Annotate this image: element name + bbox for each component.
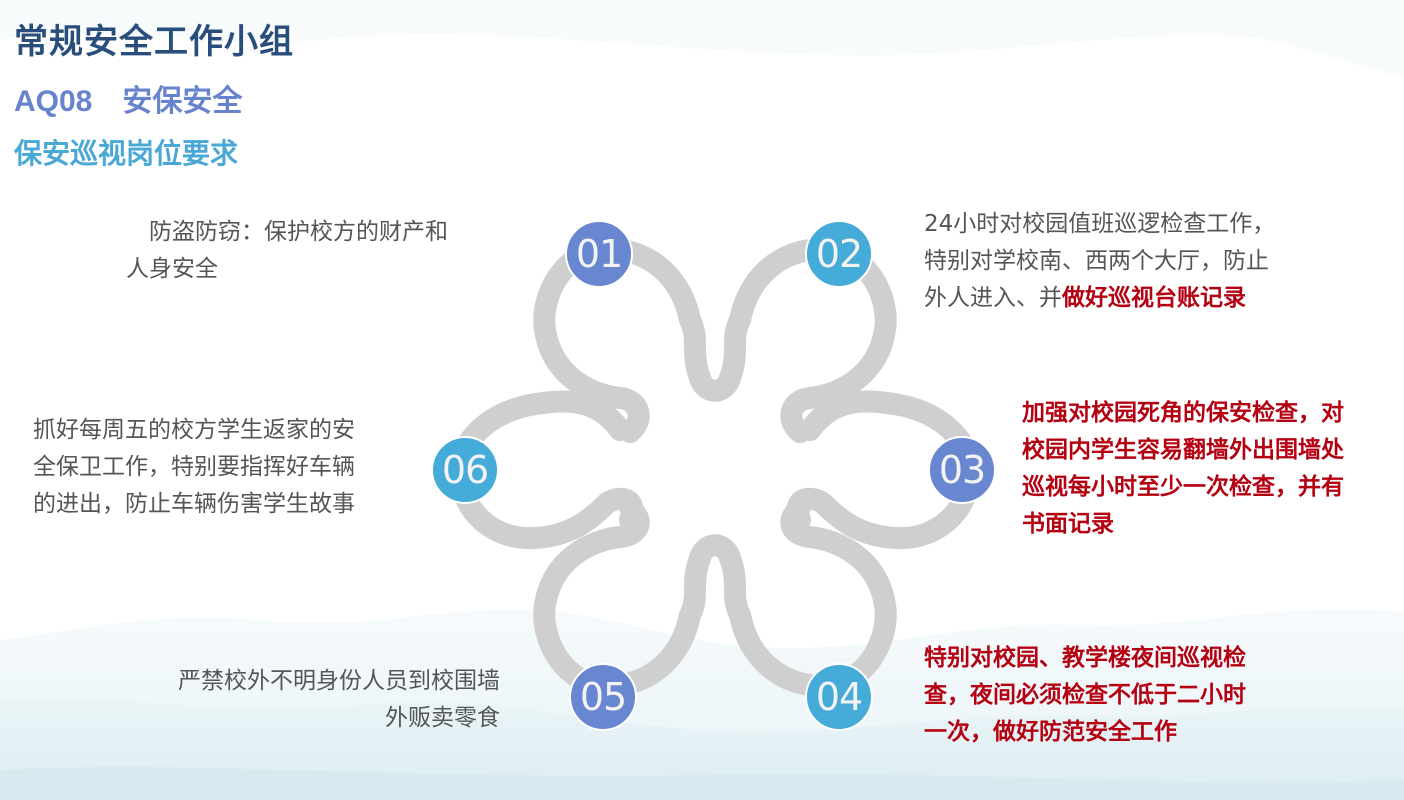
item-05-line-1: 严禁校外不明身份人员到校围墙 bbox=[178, 668, 500, 694]
badge-03: 03 bbox=[928, 436, 996, 504]
item-06-line-2: 全保卫工作，特别要指挥好车辆 bbox=[33, 454, 355, 480]
item-05-line-2: 外贩卖零食 bbox=[385, 705, 500, 731]
loop-05 bbox=[533, 497, 711, 697]
section-title: 保安巡视岗位要求 bbox=[14, 137, 239, 170]
loop-02 bbox=[719, 238, 897, 443]
badge-05: 05 bbox=[569, 663, 637, 731]
item-06-line-3: 的进出，防止车辆伤害学生故事 bbox=[33, 491, 355, 517]
item-03-line-4: 书面记录 bbox=[1022, 511, 1114, 537]
item-04-line-2: 查，夜间必须检查不低于二小时 bbox=[924, 682, 1246, 708]
item-01-text: 防盗防窃：保护校方的财产和 人身安全 bbox=[126, 214, 448, 288]
item-02-line-2: 特别对学校南、西两个大厅，防止 bbox=[924, 248, 1269, 274]
item-04-line-1: 特别对校园、教学楼夜间巡视检 bbox=[924, 645, 1246, 671]
page-title: 常规安全工作小组 bbox=[14, 22, 294, 62]
item-03-text: 加强对校园死角的保安检查，对 校园内学生容易翻墙外出围墙处 巡视每小时至少一次检… bbox=[1022, 395, 1344, 543]
loop-03 bbox=[786, 390, 982, 550]
item-06-text: 抓好每周五的校方学生返家的安 全保卫工作，特别要指挥好车辆 的进出，防止车辆伤害… bbox=[33, 412, 355, 523]
item-03-line-3: 巡视每小时至少一次检查，并有 bbox=[1022, 474, 1344, 500]
subtitle-code: AQ08 bbox=[14, 85, 93, 118]
item-04-text: 特别对校园、教学楼夜间巡视检 查，夜间必须检查不低于二小时 一次，做好防范安全工… bbox=[924, 640, 1246, 751]
item-01-line-2: 人身安全 bbox=[126, 256, 218, 282]
item-02-line-1: 24小时对校园值班巡逻检查工作， bbox=[924, 211, 1276, 237]
badge-04: 04 bbox=[805, 663, 873, 731]
item-06-line-1: 抓好每周五的校方学生返家的安 bbox=[33, 417, 355, 443]
badge-01: 01 bbox=[565, 220, 633, 288]
loop-04 bbox=[719, 497, 897, 697]
page-subtitle: AQ08 安保安全 bbox=[14, 76, 242, 120]
loop-01 bbox=[533, 238, 711, 443]
item-02-line-3: 外人进入、并做好巡视台账记录 bbox=[924, 280, 1275, 317]
item-02-line-3-normal: 外人进入、并 bbox=[924, 285, 1062, 311]
item-05-text: 严禁校外不明身份人员到校围墙 外贩卖零食 bbox=[130, 663, 500, 737]
item-02-line-3-highlight: 做好巡视台账记录 bbox=[1062, 285, 1246, 311]
item-02-text: 24小时对校园值班巡逻检查工作， 特别对学校南、西两个大厅，防止 外人进入、并做… bbox=[924, 206, 1275, 317]
item-03-line-1: 加强对校园死角的保安检查，对 bbox=[1022, 400, 1344, 426]
subtitle-text: 安保安全 bbox=[122, 84, 243, 119]
item-04-line-3: 一次，做好防范安全工作 bbox=[924, 719, 1177, 745]
item-01-line-1: 防盗防窃：保护校方的财产和 bbox=[126, 219, 448, 245]
item-03-line-2: 校园内学生容易翻墙外出围墙处 bbox=[1022, 437, 1344, 463]
badge-02: 02 bbox=[805, 220, 873, 288]
loop-06 bbox=[448, 390, 644, 550]
badge-06: 06 bbox=[431, 436, 499, 504]
